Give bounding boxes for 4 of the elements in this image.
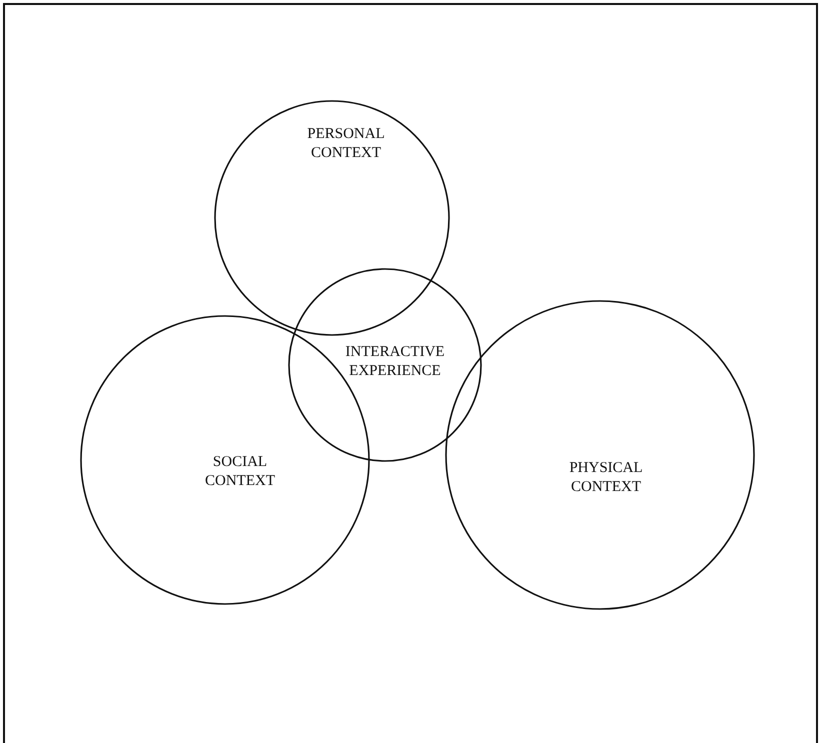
circle-label: PERSONAL CONTEXT <box>306 125 386 163</box>
circle-label: PHYSICAL CONTEXT <box>568 459 644 497</box>
circle-label: SOCIAL CONTEXT <box>204 453 276 491</box>
circle-label: INTERACTIVE EXPERIENCE <box>344 343 446 381</box>
